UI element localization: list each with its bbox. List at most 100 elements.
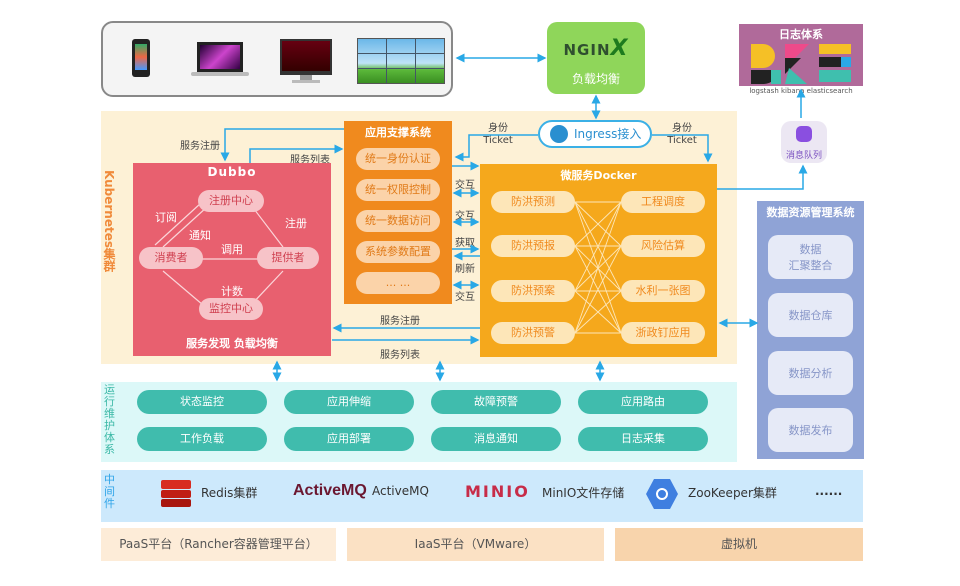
microservice-docker-panel: 微服务Docker 防洪预测 防洪预报 防洪预案 防洪预警 工程调度 风险估算 … xyxy=(480,164,717,357)
arrow xyxy=(454,134,538,162)
video-wall-icon xyxy=(357,38,445,84)
docker-mesh xyxy=(574,201,622,334)
ticket-left-top: 身份 xyxy=(488,123,508,134)
subscribe-label: 订阅 xyxy=(155,211,177,224)
data-mgmt-item: 数据发布 xyxy=(768,408,853,452)
service-list-top-label: 服务列表 xyxy=(290,155,330,166)
register-label: 注册 xyxy=(285,217,307,230)
zookeeper-label: ZooKeeper集群 xyxy=(688,486,777,500)
app-support-item: 统一权限控制 xyxy=(356,179,440,201)
dubbo-edges xyxy=(154,202,284,306)
service-register-top-label: 服务注册 xyxy=(180,141,220,152)
ops-label: 运行维护体系 xyxy=(104,383,115,456)
dubbo-provider-node: 提供者 xyxy=(257,247,319,269)
data-mgmt-item-line: 数据仓库 xyxy=(788,309,833,322)
message-queue-box: 消息队列 xyxy=(781,121,827,163)
dubbo-registry-node: 注册中心 xyxy=(198,190,264,212)
mesh-link xyxy=(574,290,622,334)
paas-platform: PaaS平台（Rancher容器管理平台） xyxy=(101,528,336,561)
app-support-panel: 应用支撑系统 统一身份认证 统一权限控制 统一数据访问 系统参数配置 ... .… xyxy=(344,121,452,304)
arrow xyxy=(249,144,344,163)
docker-right-item: 浙政钉应用 xyxy=(621,322,705,344)
notify-label: 通知 xyxy=(189,229,211,242)
ticket-left-bottom: Ticket xyxy=(483,135,513,146)
laptop-icon xyxy=(191,42,249,78)
docker-left-item: 防洪预测 xyxy=(491,191,575,213)
docker-left-item: 防洪预报 xyxy=(491,235,575,257)
vm-platform: 虚拟机 xyxy=(615,528,863,561)
interaction-label: 刷新 xyxy=(455,264,475,275)
data-mgmt-item: 数据分析 xyxy=(768,351,853,395)
log-system-title: 日志体系 xyxy=(779,28,823,41)
dubbo-footer: 服务发现 负载均衡 xyxy=(186,337,278,350)
dubbo-panel: Dubbo 注册中心 消费者 提供者 监控中心 订阅 通知 调用 注册 计数 服… xyxy=(133,163,331,356)
count-label: 计数 xyxy=(221,285,243,298)
mesh-link xyxy=(574,201,622,292)
service-register-bottom-label: 服务注册 xyxy=(380,316,420,327)
interaction-label: 交互 xyxy=(455,292,475,303)
nginx-logo: NGINX xyxy=(563,36,629,61)
invoke-label: 调用 xyxy=(221,243,243,256)
app-support-item: 系统参数配置 xyxy=(356,241,440,263)
docker-right-item: 风险估算 xyxy=(621,235,705,257)
dubbo-monitor-node: 监控中心 xyxy=(199,298,263,320)
client-devices-panel xyxy=(101,21,453,97)
dubbo-title: Dubbo xyxy=(207,165,257,179)
mesh-link xyxy=(574,201,622,334)
ops-item: 消息通知 xyxy=(431,427,561,451)
app-support-title: 应用支撑系统 xyxy=(365,126,431,139)
docker-left-item: 防洪预警 xyxy=(491,322,575,344)
arrow xyxy=(652,134,713,163)
docker-right-item: 水利一张图 xyxy=(621,280,705,302)
ops-item: 应用伸缩 xyxy=(284,390,414,414)
smartphone-icon xyxy=(132,39,150,77)
interaction-label: 交互 xyxy=(455,180,475,191)
interaction-label: 交互 xyxy=(455,211,475,222)
message-queue-label: 消息队列 xyxy=(785,151,822,161)
mesh-link xyxy=(574,201,622,247)
middleware-panel xyxy=(101,470,863,522)
app-support-item: 统一身份认证 xyxy=(356,148,440,170)
ticket-right-top: 身份 xyxy=(672,123,692,134)
redis-label: Redis集群 xyxy=(201,486,258,500)
more-middleware: ...... xyxy=(815,484,843,498)
app-support-item: ... ... xyxy=(356,272,440,294)
middleware-label: 中间件 xyxy=(104,473,115,510)
ops-item: 状态监控 xyxy=(137,390,267,414)
activemq-logo: ActiveMQ xyxy=(293,482,367,499)
ops-item: 应用路由 xyxy=(578,390,708,414)
data-mgmt-item-line: 数据 xyxy=(799,243,822,256)
redis-icon xyxy=(161,480,191,508)
data-mgmt-item-line: 数据发布 xyxy=(788,424,833,437)
minio-logo: MINIO xyxy=(465,482,530,501)
ops-item: 应用部署 xyxy=(284,427,414,451)
monitor-icon xyxy=(280,39,332,83)
ops-item: 日志采集 xyxy=(578,427,708,451)
iaas-platform: IaaS平台（VMware） xyxy=(347,528,604,561)
log-system-panel: 日志体系 xyxy=(739,24,863,86)
data-resource-mgmt-panel: 数据资源管理系统 数据汇聚整合 数据仓库 数据分析 数据发布 xyxy=(757,201,864,459)
data-mgmt-item: 数据汇聚整合 xyxy=(768,235,853,279)
dubbo-consumer-node: 消费者 xyxy=(139,247,203,269)
arrow xyxy=(717,164,808,190)
service-list-bottom-label: 服务列表 xyxy=(380,350,420,361)
data-mgmt-item: 数据仓库 xyxy=(768,293,853,337)
data-mgmt-title: 数据资源管理系统 xyxy=(766,206,855,219)
elk-logo-icon xyxy=(751,44,851,85)
minio-label: MinIO文件存储 xyxy=(542,486,625,500)
mesh-link xyxy=(574,245,622,334)
ingress-icon xyxy=(550,125,568,143)
ingress-label: Ingress接入 xyxy=(574,127,642,141)
data-mgmt-item-line: 汇聚整合 xyxy=(788,259,833,272)
message-queue-icon xyxy=(796,126,812,142)
app-support-item: 统一数据访问 xyxy=(356,210,440,232)
activemq-label: ActiveMQ xyxy=(372,484,429,498)
docker-left-item: 防洪预案 xyxy=(491,280,575,302)
interaction-label: 获取 xyxy=(455,238,475,249)
docker-title: 微服务Docker xyxy=(560,169,637,182)
ticket-right-bottom: Ticket xyxy=(667,135,697,146)
ingress-access: Ingress接入 xyxy=(538,120,652,148)
arrow xyxy=(220,128,344,162)
